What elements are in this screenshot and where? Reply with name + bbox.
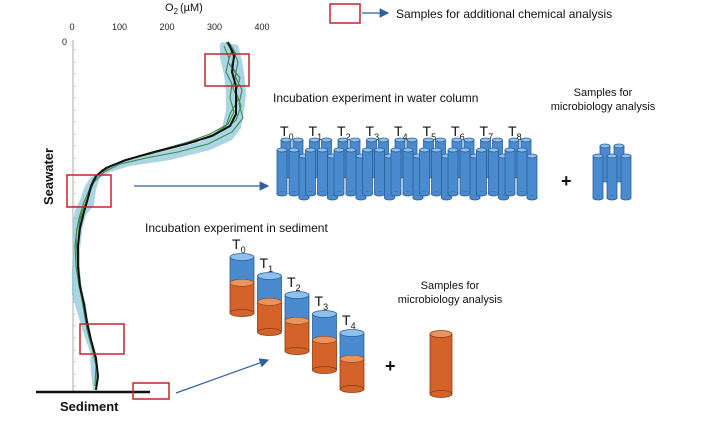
sample-tube [305,147,316,197]
o2-ticks: 0 100 200 300 400 [69,22,269,32]
timepoint-label: T3 [315,293,329,312]
variability-band [72,42,246,390]
sample-tube [592,153,604,201]
seawater-label: Seawater [41,148,56,205]
sample-tube [459,147,471,197]
legend-text: Samples for additional chemical analysis [396,7,612,21]
sample-box-midwater [66,174,112,208]
sediment-core [229,253,255,317]
water-column-timepoints: T0 T1 T2 T3 T4 T5 T6 T7 T8 [276,123,538,201]
water-column-group: T4 [390,123,424,201]
water-column-group: T6 [447,123,481,201]
sample-tube [419,147,430,197]
water-column-group: T8 [504,123,538,201]
legend-box [329,3,361,24]
sample-box-surface [204,53,250,87]
sample-tube [431,147,442,197]
profile-series-2 [75,43,242,387]
sample-tube [288,147,300,197]
sediment-timepoint: T1 [257,255,282,336]
o2-tick-label: 100 [112,22,127,32]
timepoint-label: T5 [423,123,437,142]
timepoint-label: T6 [451,123,465,142]
sample-tube [526,153,538,201]
timepoint-label: T8 [508,123,522,142]
sediment-core [312,310,337,374]
sample-tube [317,147,328,197]
sediment-label: Sediment [60,399,119,414]
water-column-plus: + [561,171,572,191]
sample-tube [620,153,632,201]
water-column-group: T7 [476,123,509,201]
sediment-plus: + [385,356,396,376]
sediment-micro-label-1: Samples for [421,280,480,292]
sediment-timepoint: T0 [229,236,255,317]
sample-tube [374,147,385,197]
sample-tube [402,147,414,197]
arrow-to-sediment [175,358,270,394]
sediment-timepoint: T4 [339,312,365,393]
o2-axis-title: O2(µM) [165,2,203,16]
o2-tick-label: 300 [207,22,222,32]
sediment-core [339,329,365,393]
water-column-title: Incubation experiment in water column [273,91,478,105]
sediment-timepoint: T3 [312,293,337,374]
water-column-micro-label-2: microbiology analysis [551,101,656,113]
sediment-micro-sample [429,330,453,398]
o2-tick-label: 400 [254,22,269,32]
water-column-micro-samples [592,143,632,201]
sediment-incubation: Incubation experiment in sediment T0T1T2… [145,221,503,398]
water-column-group: T0 [276,123,310,201]
sample-tube [298,153,310,201]
timepoint-label: T2 [337,123,351,142]
profile-series-1 [77,41,239,386]
sediment-micro-label-2: microbiology analysis [398,294,503,306]
sample-tube [504,147,516,197]
sample-box-sediment [132,382,170,400]
water-column-group: T3 [362,123,395,201]
sediment-core [257,272,282,336]
sample-box-deep [79,323,125,355]
timepoint-label: T7 [480,123,494,142]
sample-tube [516,147,528,197]
timepoint-label: T0 [232,236,246,255]
water-column-group: T1 [305,123,338,201]
timepoint-label: T1 [309,123,323,142]
sample-tube [276,147,288,197]
sediment-micro-core [429,330,453,398]
sample-tube [476,147,487,197]
legend: Samples for additional chemical analysis [329,3,612,24]
sample-tube [362,147,373,197]
sample-tube [447,147,459,197]
depth-tick-zero: 0 [62,37,67,47]
profile-series-3 [74,45,235,389]
timepoint-label: T0 [280,123,294,142]
sample-tube [390,147,402,197]
sediment-title: Incubation experiment in sediment [145,221,328,235]
profile-series-4 [82,47,244,211]
sediment-timepoint: T2 [284,274,310,355]
water-column-group: T5 [419,123,452,201]
sample-tube [333,147,345,197]
sample-tube [441,153,452,201]
sample-tube [606,153,618,201]
timepoint-label: T4 [394,123,408,142]
sediment-core [284,291,310,355]
timepoint-label: T2 [287,274,301,293]
timepoint-label: T1 [260,255,274,274]
sample-tube [345,147,357,197]
o2-tick-label: 0 [69,22,74,32]
o2-tick-label: 200 [159,22,174,32]
water-column-group: T2 [333,123,367,201]
sample-tube [488,147,499,197]
oxygen-profile: O2(µM) 0 100 200 300 400 0 Seawater Sediment [36,2,270,414]
water-column-micro-label-1: Samples for [574,87,633,99]
water-column-incubation: Incubation experiment in water column T0… [273,87,656,201]
timepoint-label: T4 [342,312,356,331]
timepoint-label: T3 [366,123,380,142]
mean-profile [77,41,237,391]
